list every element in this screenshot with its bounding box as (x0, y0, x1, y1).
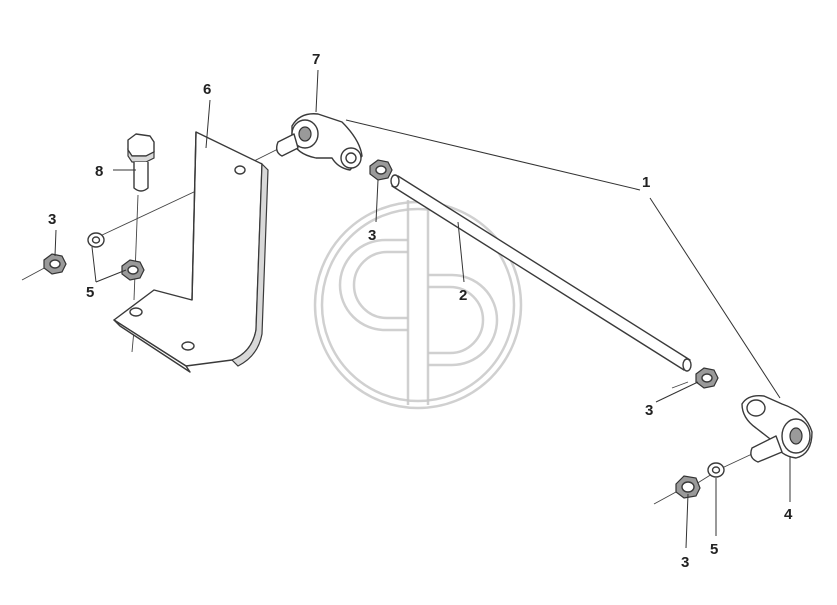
bracket-part-6 (113, 131, 269, 373)
callout-6: 6 (203, 81, 211, 98)
nut-rod-end-part-3 (695, 367, 719, 389)
ball-joint-part-4 (741, 394, 813, 463)
watermark-logo (313, 200, 523, 410)
callout-leaders (54, 69, 791, 549)
callout-3-right: 3 (645, 402, 653, 419)
callout-7: 7 (312, 51, 320, 68)
callout-3-left: 3 (48, 211, 56, 228)
nut-lower-part-3 (675, 475, 701, 499)
rod-part-2 (390, 174, 692, 372)
ball-joint-part-7 (275, 113, 363, 171)
bolt-part-8 (127, 133, 155, 192)
washer-lower-part-5 (707, 462, 725, 478)
nut-bolt-part-5 (121, 259, 145, 281)
callout-labels: 1 2 3 3 3 3 4 5 5 6 7 8 (48, 51, 793, 571)
callout-2: 2 (459, 287, 467, 304)
callout-5-bottom: 5 (710, 541, 718, 558)
callout-8: 8 (95, 163, 103, 180)
callout-3-bottom: 3 (681, 554, 689, 571)
callout-3-top: 3 (368, 227, 376, 244)
callout-1: 1 (642, 174, 650, 191)
callout-4: 4 (784, 506, 793, 523)
nut-rod-top-part-3 (369, 159, 393, 181)
nut-left-part-3 (43, 253, 67, 275)
washer-left-part-5 (87, 232, 105, 248)
callout-5-left: 5 (86, 284, 94, 301)
